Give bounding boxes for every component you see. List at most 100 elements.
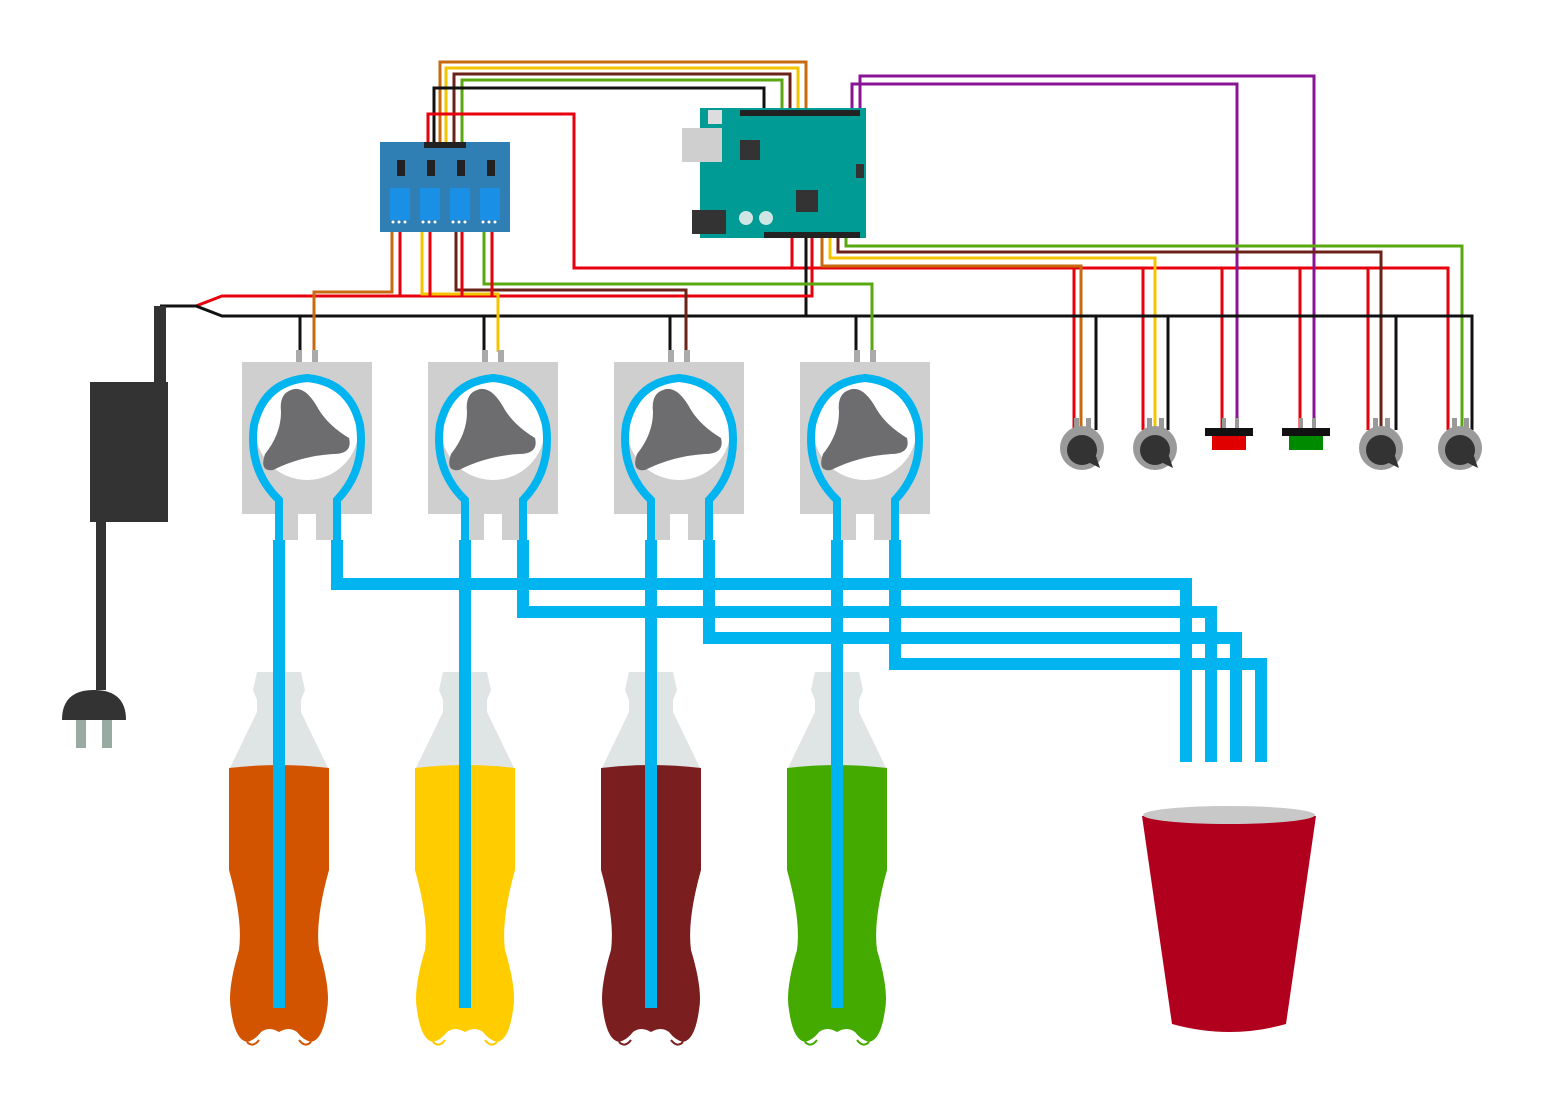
- wire-arduino-vin: [195, 238, 814, 308]
- bottle-yellow: [415, 672, 515, 1046]
- relay-1: [390, 160, 410, 224]
- pump-2: [428, 350, 558, 540]
- pot-knob[interactable]: [1366, 435, 1396, 465]
- tube-outlet-1: [331, 540, 1192, 762]
- pump-pin: [668, 350, 674, 362]
- pot-pin: [1147, 418, 1152, 432]
- bottle-base: [804, 1039, 870, 1046]
- reset-button: [708, 110, 722, 124]
- bottle-brown: [601, 672, 701, 1046]
- bottles: [229, 672, 887, 1046]
- pump-1: [242, 350, 372, 540]
- pot-pin: [1159, 418, 1164, 432]
- wire-relay-2-pump-2: [420, 230, 500, 352]
- potentiometer-1[interactable]: [1060, 418, 1104, 470]
- plug-pin-right: [102, 720, 112, 748]
- pot-pointer: [1088, 456, 1100, 468]
- pot-pin: [1385, 418, 1390, 432]
- tube-outlet-3: [703, 540, 1242, 762]
- pump-tube: [435, 373, 551, 540]
- tube-outlet-4: [889, 540, 1267, 762]
- capacitor-1: [739, 211, 753, 225]
- button-cap[interactable]: [1289, 436, 1323, 450]
- pot-pointer: [1161, 456, 1173, 468]
- pump-tube: [249, 373, 365, 540]
- pump-pin: [482, 350, 488, 362]
- cup-body: [1142, 816, 1316, 1032]
- pot-knob[interactable]: [1140, 435, 1170, 465]
- wire-relay-4-pump-4: [482, 230, 874, 352]
- power-adapter: [62, 306, 168, 748]
- button-green[interactable]: [1282, 418, 1330, 450]
- capacitor-2: [759, 211, 773, 225]
- microcontroller-chip: [796, 190, 818, 212]
- pump-rotor: [449, 388, 536, 471]
- pot-pointer: [1387, 456, 1399, 468]
- wire-relay-arduino-black: [432, 86, 766, 148]
- pot-pin: [1074, 418, 1079, 432]
- header-top: [740, 110, 860, 116]
- bottle-base: [246, 1039, 312, 1046]
- pump-pin: [870, 350, 876, 362]
- pump-rotor: [635, 388, 722, 471]
- wire-pot-3-brown: [836, 238, 1383, 430]
- bottle-orange: [229, 672, 329, 1046]
- pot-pin: [1452, 418, 1457, 432]
- button-base: [1205, 428, 1253, 436]
- plug-head: [62, 690, 126, 720]
- pot-pin: [1373, 418, 1378, 432]
- relay-4: [480, 160, 500, 224]
- button-pin: [1222, 418, 1226, 430]
- wire-relay-arduino-orange: [438, 60, 808, 148]
- bottle-base: [432, 1039, 498, 1046]
- wire-relay-arduino-brown: [452, 72, 792, 148]
- bottle-tube: [645, 672, 657, 1008]
- pump-pin: [312, 350, 318, 362]
- bottle-green: [787, 672, 887, 1046]
- wire-relay-vcc-red: [426, 112, 1450, 430]
- tube-outlet-2: [517, 540, 1217, 762]
- button-pin: [1299, 418, 1303, 430]
- peristaltic-pumps: [242, 350, 930, 540]
- pot-pin: [1464, 418, 1469, 432]
- button-pin: [1312, 418, 1316, 430]
- pump-4: [800, 350, 930, 540]
- usb-port: [682, 128, 722, 162]
- button-red[interactable]: [1205, 418, 1253, 450]
- ground-bus: [160, 304, 1474, 430]
- wire-pot-4-green: [844, 238, 1464, 430]
- relay-3: [450, 160, 470, 224]
- header-bottom: [764, 232, 860, 238]
- pump-pin: [684, 350, 690, 362]
- potentiometer-2[interactable]: [1133, 418, 1177, 470]
- wire-relay-1-pump-1: [312, 230, 394, 352]
- wire-relay-arduino-yellow: [444, 66, 800, 148]
- potentiometer-3[interactable]: [1359, 418, 1403, 470]
- power-jack: [692, 210, 726, 234]
- pump-tube: [807, 373, 923, 540]
- button-pin: [1235, 418, 1239, 430]
- pump-pin: [854, 350, 860, 362]
- button-cap[interactable]: [1212, 436, 1246, 450]
- relay-board: [380, 142, 510, 232]
- usb-chip: [740, 140, 760, 160]
- plug-pin-left: [76, 720, 86, 748]
- pump-tube: [621, 373, 737, 540]
- potentiometer-4[interactable]: [1438, 418, 1482, 470]
- relay-modules: [390, 160, 500, 224]
- pump-rotor: [263, 388, 350, 471]
- button-base: [1282, 428, 1330, 436]
- pump-pin: [498, 350, 504, 362]
- pot-pin: [1086, 418, 1091, 432]
- pot-knob[interactable]: [1067, 435, 1097, 465]
- wire-relay-3-pump-3: [454, 230, 688, 352]
- pot-pointer: [1466, 456, 1478, 468]
- pump-3: [614, 350, 744, 540]
- pump-rotor: [821, 388, 908, 471]
- wire-button-red-purple: [850, 82, 1239, 430]
- wire-pot-1-orange: [820, 238, 1083, 430]
- bottle-tube: [459, 672, 471, 1008]
- pump-pin: [296, 350, 302, 362]
- pot-knob[interactable]: [1445, 435, 1475, 465]
